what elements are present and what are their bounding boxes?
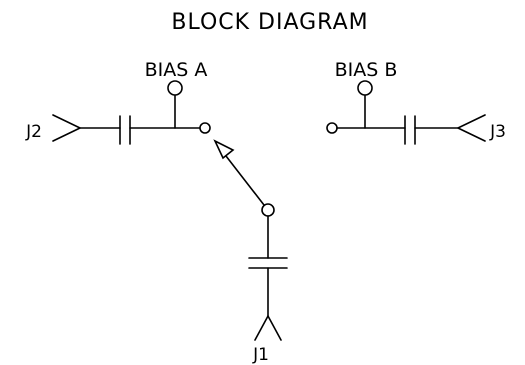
switch-terminal-a: [199, 122, 211, 134]
bias-a-label: BIAS A: [145, 59, 208, 81]
j2-connector-symbol: [52, 114, 81, 142]
bias-a-terminal: [167, 80, 183, 96]
j3-connector-symbol: [457, 114, 486, 142]
j1-connector-symbol: [254, 315, 282, 341]
capacitor-left: [119, 115, 131, 145]
bias-b-terminal: [357, 80, 373, 96]
diagram-title: BLOCK DIAGRAM: [171, 10, 368, 35]
switch-arm: [213, 139, 265, 206]
switch-terminal-b: [326, 122, 338, 134]
capacitor-bottom: [248, 257, 288, 269]
j1-label: J1: [252, 345, 269, 365]
switch-pivot-terminal: [261, 203, 275, 217]
capacitor-right: [404, 115, 416, 145]
j2-label: J2: [25, 122, 42, 142]
j3-label: J3: [489, 122, 506, 142]
bias-b-label: BIAS B: [335, 59, 398, 81]
